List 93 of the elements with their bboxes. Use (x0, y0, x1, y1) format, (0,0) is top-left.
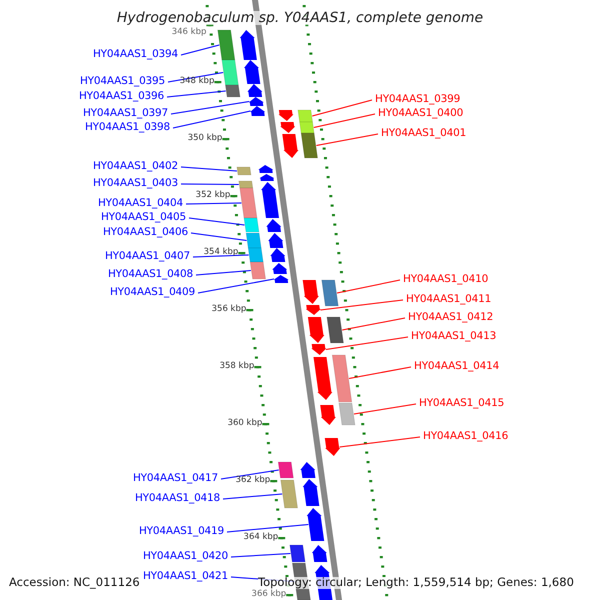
leader-line (339, 436, 420, 448)
leader-line (188, 218, 245, 226)
gene-label: HY04AAS1_0409 (110, 287, 195, 298)
leader-line (186, 202, 242, 204)
gene-label: HY04AAS1_0395 (80, 76, 165, 86)
leader-line (316, 134, 378, 146)
gene-feature (217, 30, 257, 60)
scale-label: 362 kbp (236, 476, 270, 484)
gene-label: HY04AAS1_0419 (138, 526, 224, 536)
leader-line (320, 300, 404, 310)
gene-feature (308, 316, 344, 344)
gene-feature (250, 106, 266, 116)
scale-label: 348 kbp (180, 77, 214, 86)
gene-feature (311, 344, 326, 355)
gene-feature (248, 97, 264, 106)
gene-label: HY04AAS1_0414 (414, 361, 500, 372)
leader-line (190, 232, 248, 241)
leader-line (226, 524, 309, 532)
gene-label: HY04AAS1_0404 (98, 198, 183, 208)
gene-label: HY04AAS1_0413 (411, 331, 496, 342)
scale-label: 354 kbp (204, 248, 238, 256)
gene-feature (222, 60, 260, 86)
gene-label: HY04AAS1_0405 (100, 212, 186, 222)
leader-line (180, 44, 220, 56)
gene-label: HY04AAS1_0403 (92, 178, 178, 188)
gene-label: HY04AAS1_0418 (134, 493, 220, 504)
leader-line (180, 184, 240, 185)
gene-feature (280, 122, 314, 134)
leader-line (196, 270, 252, 276)
leader-line (336, 280, 400, 294)
gene-feature (225, 84, 262, 98)
gene-label: HY04AAS1_0400 (378, 108, 464, 118)
leader-line (325, 336, 408, 350)
gene-feature (248, 248, 286, 262)
gene-label: HY04AAS1_0396 (78, 91, 164, 102)
scale-label: 350 kbp (188, 134, 222, 142)
gene-label: HY04AAS1_0420 (142, 551, 228, 562)
leader-line (342, 318, 406, 330)
gene-label: HY04AAS1_0406 (102, 227, 188, 238)
gene-feature (236, 165, 274, 176)
scale-label: 360 kbp (228, 419, 262, 428)
gene-label: HY04AAS1_0407 (104, 251, 190, 262)
leader-line (192, 254, 250, 258)
leader-line (166, 90, 226, 98)
accession-text: Accession: NC_011126 (9, 577, 140, 588)
gene-feature (320, 402, 356, 426)
gene-label: HY04AAS1_0411 (406, 294, 492, 304)
gene-label: HY04AAS1_0408 (108, 269, 193, 280)
leader-line (230, 553, 291, 558)
gene-label: HY04AAS1_0421 (142, 571, 228, 582)
leader-line (222, 494, 283, 500)
gene-feature (250, 262, 288, 280)
gene-feature (274, 275, 289, 283)
gene-feature (306, 508, 324, 541)
gene-feature (238, 174, 274, 188)
gene-label: HY04AAS1_0399 (375, 94, 460, 104)
scale-label: 352 kbp (196, 191, 230, 200)
gene-feature (246, 232, 284, 248)
gene-feature (278, 462, 316, 478)
scale-label: 346 kbp (172, 28, 206, 36)
leader-line (168, 72, 224, 82)
gene-label: HY04AAS1_0415 (419, 398, 504, 408)
gene-label: HY04AAS1_0416 (423, 431, 508, 442)
gene-feature (282, 132, 318, 158)
genome-info-text: Topology: circular; Length: 1,559,514 bp; Genes: 1,680 (258, 577, 574, 588)
leader-line (172, 110, 252, 128)
gene-label: HY04AAS1_0397 (82, 108, 168, 118)
gene-feature (278, 110, 313, 122)
leader-line (220, 470, 280, 480)
gene-label: HY04AAS1_0401 (381, 128, 466, 138)
gene-label: HY04AAS1_0417 (132, 473, 218, 484)
gene-feature (289, 544, 328, 562)
gene-feature (244, 218, 282, 232)
scale-label: 364 kbp (244, 533, 278, 542)
leader-line (353, 404, 416, 414)
leader-line (198, 278, 275, 294)
scale-label: 356 kbp (212, 305, 246, 314)
gene-feature (324, 438, 340, 456)
gene-feature (302, 280, 339, 306)
leader-line (312, 100, 372, 116)
gene-feature (314, 354, 352, 402)
gene-feature (306, 305, 321, 315)
leader-line (313, 114, 376, 128)
gene-label: HY04AAS1_0410 (403, 274, 488, 284)
leader-line (180, 166, 238, 172)
gene-label: HY04AAS1_0402 (92, 161, 178, 172)
gene-label: HY04AAS1_0394 (92, 49, 178, 60)
scale-label: 358 kbp (220, 362, 254, 370)
gene-feature (239, 182, 279, 218)
leader-line (170, 101, 250, 114)
gene-label: HY04AAS1_0398 (84, 122, 170, 132)
gene-feature (280, 479, 320, 508)
gene-label: HY04AAS1_0412 (408, 312, 494, 322)
